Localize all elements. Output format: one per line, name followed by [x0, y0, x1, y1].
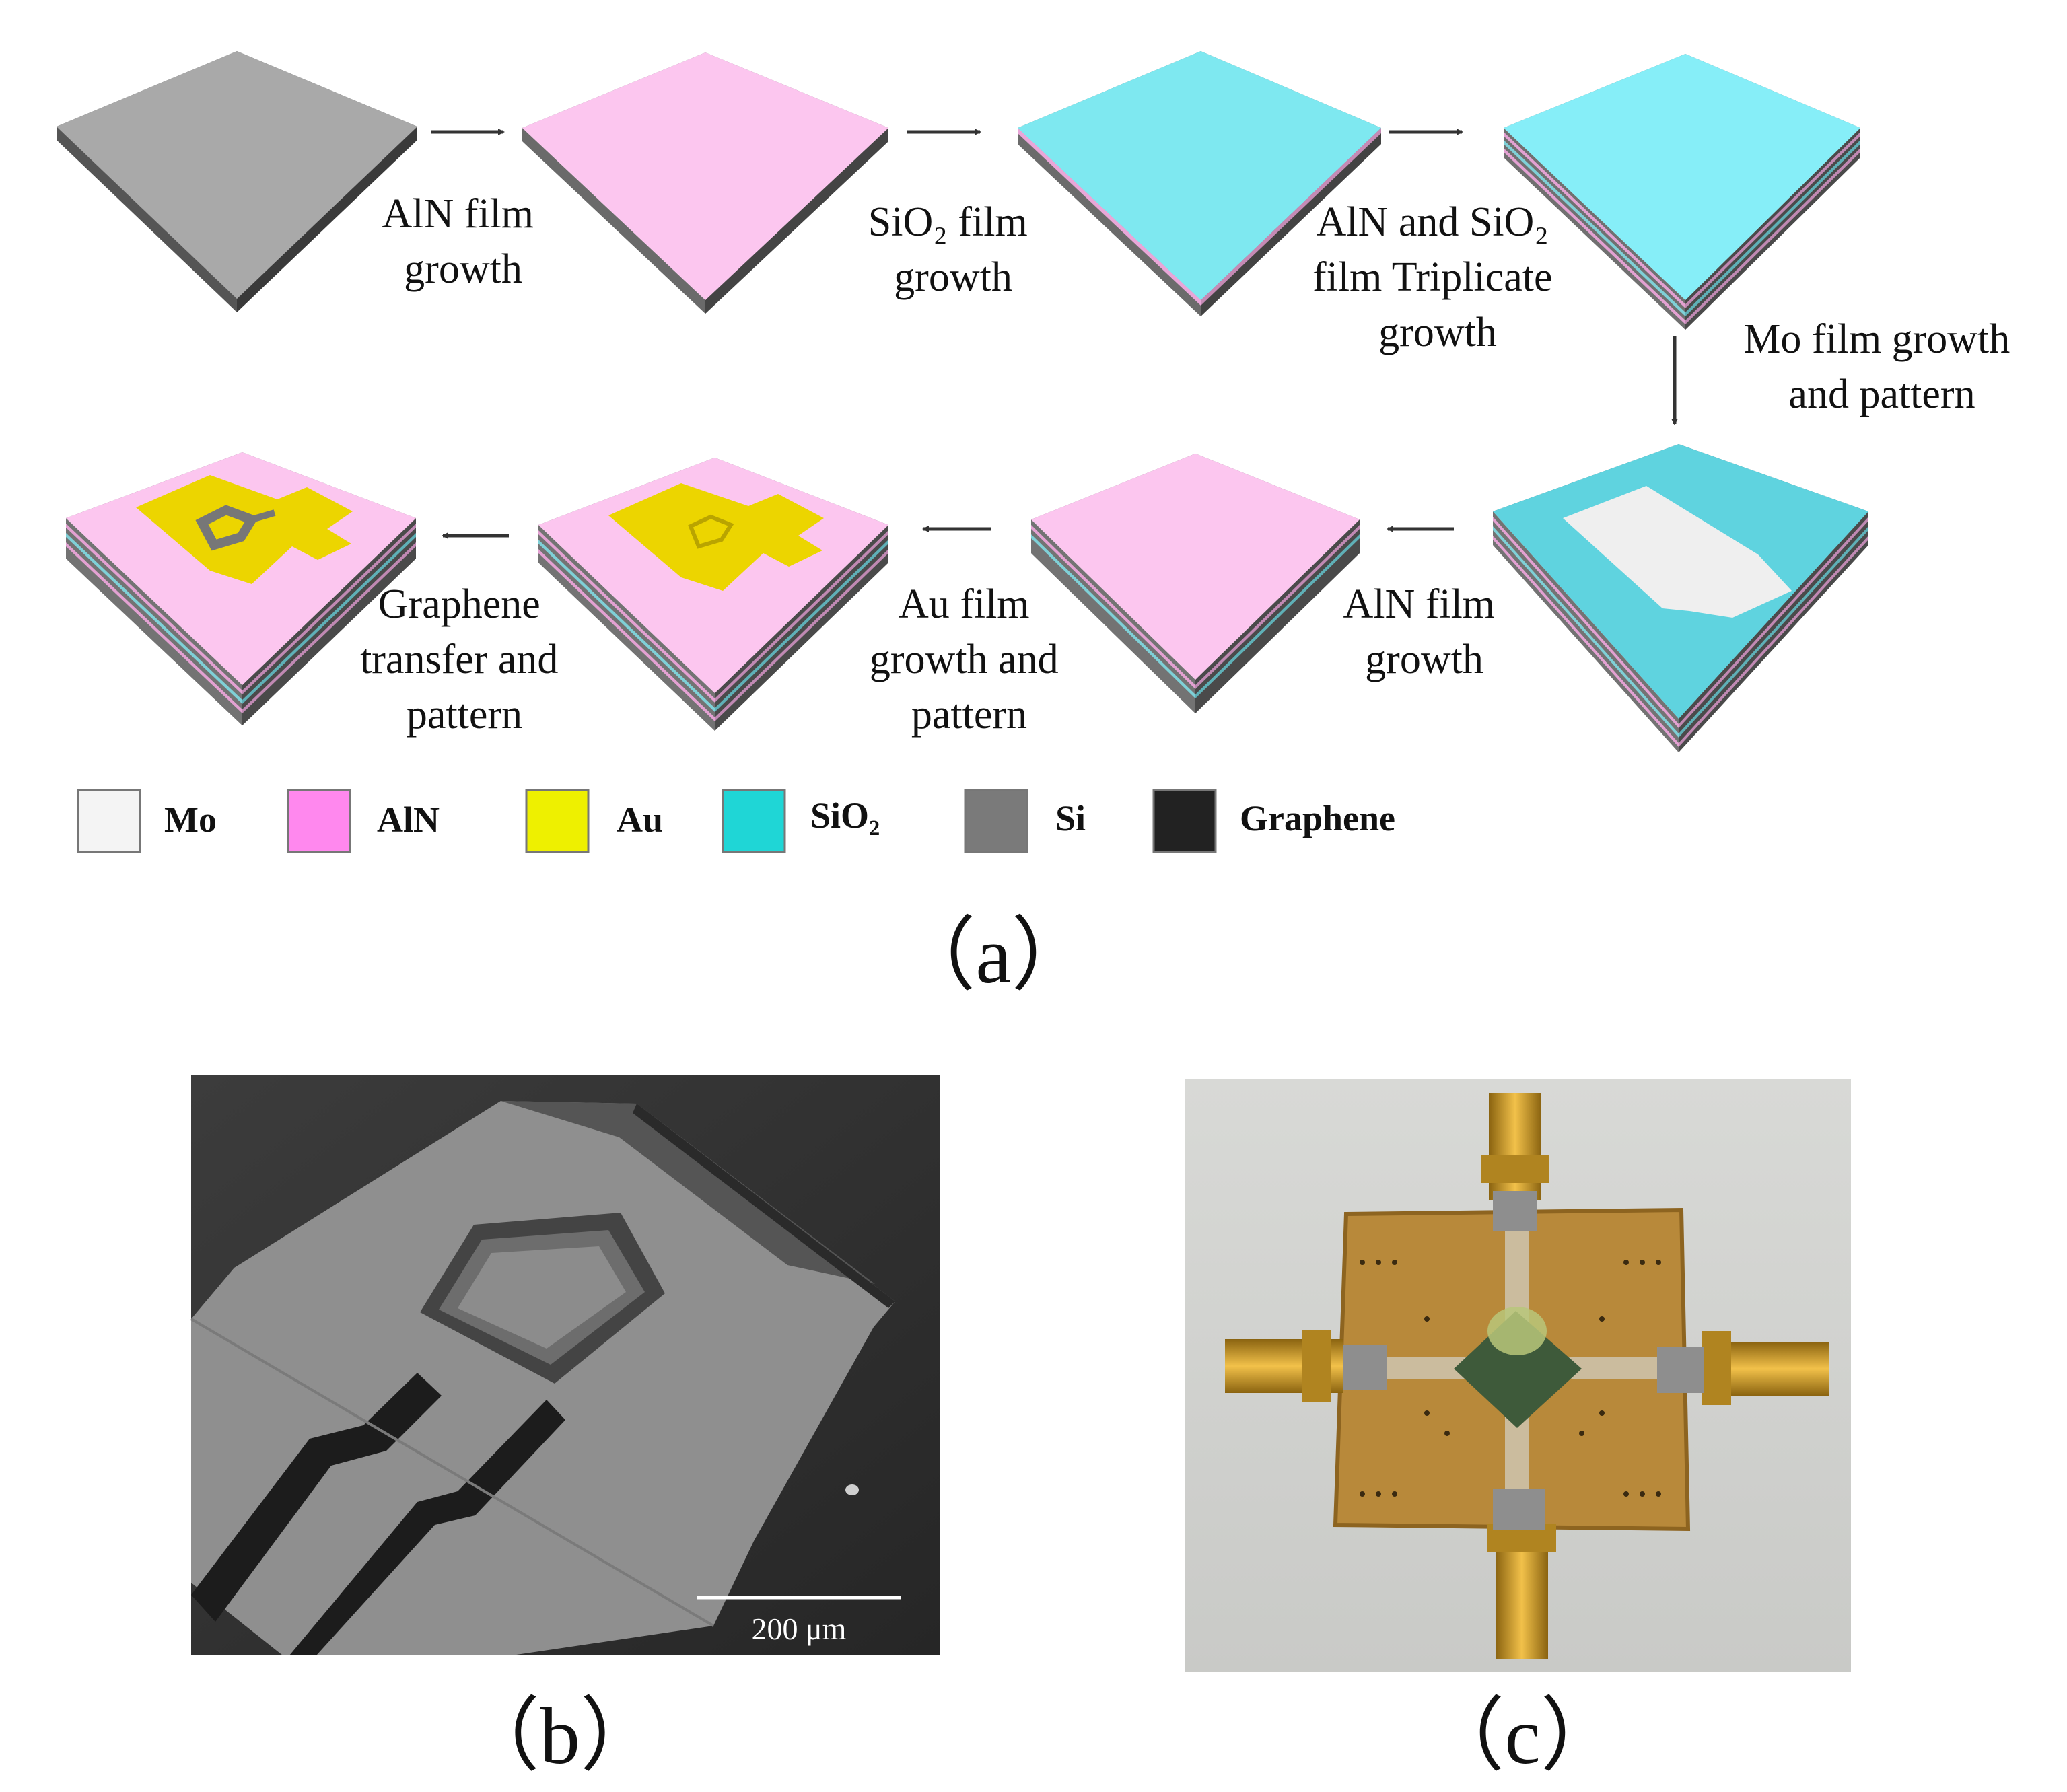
- legend: Mo AlN Au SiO₂ Si Graphene: [77, 789, 1395, 853]
- wafer-sio2: [1018, 51, 1381, 316]
- sma-connector-left: [1225, 1330, 1387, 1402]
- center-die: [1454, 1311, 1582, 1428]
- sma-connector-top: [1481, 1093, 1549, 1231]
- step-label-mo: Mo film growth and pattern: [1743, 316, 2021, 417]
- legend-item-si: Si: [964, 789, 1086, 853]
- legend-label: SiO₂: [810, 795, 880, 836]
- legend-item-mo: Mo: [77, 789, 217, 853]
- sem-image-panel: 200 μm （b）: [190, 1075, 940, 1781]
- wafer-aln-1: [522, 52, 888, 314]
- wafer-au-pattern: [538, 458, 888, 731]
- sem-line-lower: [289, 1400, 565, 1655]
- scale-bar-label: 200 μm: [752, 1612, 847, 1646]
- wafer-aln-2: [1031, 454, 1360, 713]
- wafer-si: [57, 51, 417, 312]
- legend-item-au: Au: [525, 789, 663, 853]
- wafer-mo-pattern: [1493, 444, 1868, 752]
- legend-label: Graphene: [1240, 798, 1395, 838]
- legend-label: Au: [617, 799, 663, 840]
- flow-arrows: [431, 129, 1678, 539]
- legend-item-graphene: Graphene: [1152, 789, 1395, 853]
- step-label-aln-2: AlN film growth: [1343, 581, 1505, 682]
- legend-item-aln: AlN: [287, 789, 440, 853]
- panel-label-b: （b）: [459, 1691, 661, 1781]
- legend-label: AlN: [377, 799, 440, 840]
- legend-label: Si: [1055, 798, 1086, 838]
- sma-connector-right: [1657, 1331, 1829, 1405]
- step-labels: AlN film growth SiO₂ film growth AlN and…: [360, 191, 2021, 738]
- panel-label-c: （c）: [1424, 1691, 1621, 1781]
- pcb-via-dots: [1360, 1260, 1661, 1497]
- device-photo-panel: （c）: [1185, 1079, 1851, 1781]
- wafer-graphene: [66, 452, 416, 725]
- step-label-sio2: SiO₂ film growth: [868, 199, 1038, 300]
- legend-item-sio2: SiO₂: [722, 789, 880, 853]
- sma-connector-bottom: [1487, 1489, 1556, 1659]
- legend-label: Mo: [164, 799, 217, 840]
- wafer-stack: [1504, 54, 1860, 330]
- process-flow-panel: AlN film growth SiO₂ film growth AlN and…: [57, 51, 2021, 1000]
- step-label-au: Au film growth and pattern: [870, 581, 1069, 738]
- sem-device-plate: [191, 1101, 895, 1655]
- step-label-graphene: Graphene transfer and pattern: [360, 581, 569, 738]
- step-label-triplicate: AlN and SiO₂ film Triplicate growth: [1312, 199, 1563, 355]
- step-label-aln-1: AlN film growth: [382, 191, 544, 292]
- panel-label-a: （a）: [895, 910, 1092, 1000]
- sem-line-upper: [191, 1373, 442, 1622]
